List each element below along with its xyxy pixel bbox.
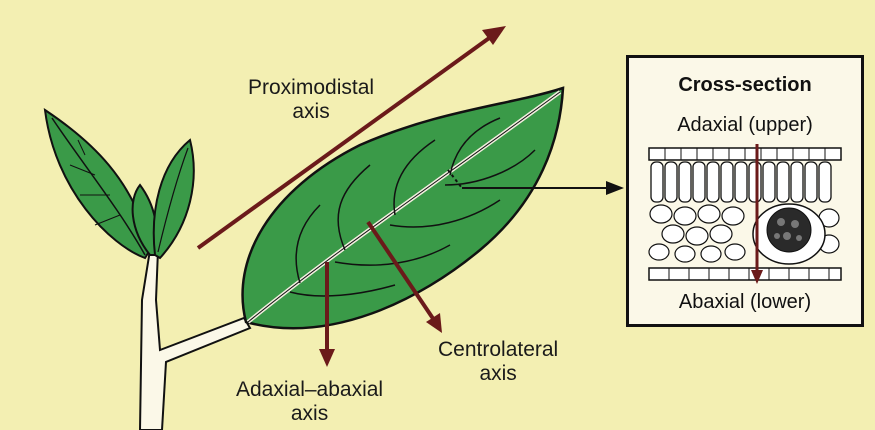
cross-section-panel: Cross-section Adaxial (upper) xyxy=(626,55,864,327)
adaxial-upper-label: Adaxial (upper) xyxy=(629,114,861,137)
proximodistal-label: Proximodistal axis xyxy=(248,76,374,124)
adaxial-abaxial-label-line1: Adaxial–abaxial xyxy=(236,378,383,402)
adaxial-abaxial-label: Adaxial–abaxial axis xyxy=(236,378,383,426)
small-leaf-right xyxy=(154,140,194,258)
adaxial-abaxial-label-line2: axis xyxy=(236,402,383,426)
plant-stem xyxy=(140,250,250,430)
abaxial-lower-label: Abaxial (lower) xyxy=(629,291,861,314)
leaf-tissue-illustration xyxy=(629,144,861,284)
proximodistal-label-line1: Proximodistal xyxy=(248,76,374,100)
proximodistal-label-line2: axis xyxy=(248,100,374,124)
main-leaf xyxy=(243,88,563,328)
palisade-cells xyxy=(651,162,831,202)
vascular-bundle xyxy=(753,204,825,264)
centrolateral-label-line2: axis xyxy=(438,362,558,386)
small-leaf-left xyxy=(45,110,150,258)
cross-section-title: Cross-section xyxy=(629,74,861,97)
centrolateral-label-line1: Centrolateral xyxy=(438,338,558,362)
centrolateral-label: Centrolateral axis xyxy=(438,338,558,386)
